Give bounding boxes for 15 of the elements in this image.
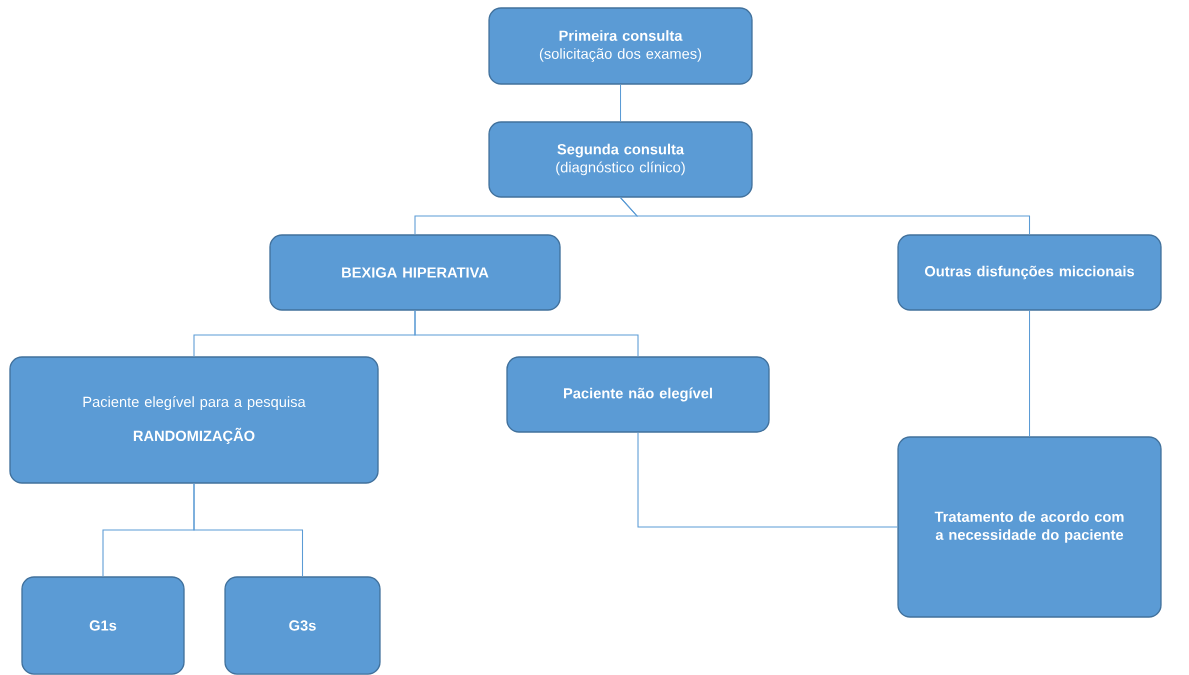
process-box: G1s: [21, 576, 185, 675]
process-box: Paciente não elegível: [506, 356, 770, 433]
connector-line: [414, 310, 639, 357]
process-box: Primeira consulta (solicitação dos exames): [488, 7, 753, 85]
connector-line: [619, 197, 1031, 235]
process-box: Outras disfunções miccionais: [897, 234, 1162, 311]
process-box: Tratamento de acordo com a necessidade do paciente: [897, 436, 1162, 618]
process-box: G3s: [224, 576, 381, 675]
process-box: Paciente elegível para a pesquisa RANDOMIZAÇÃO: [9, 356, 379, 484]
connector-line: [619, 84, 622, 122]
connector-line: [193, 483, 304, 577]
connector-line: [1028, 310, 1031, 437]
process-box: Segunda consulta (diagnóstico clínico): [488, 121, 753, 198]
process-box: BEXIGA HIPERATIVA: [269, 234, 561, 311]
connector-line: [637, 432, 898, 528]
